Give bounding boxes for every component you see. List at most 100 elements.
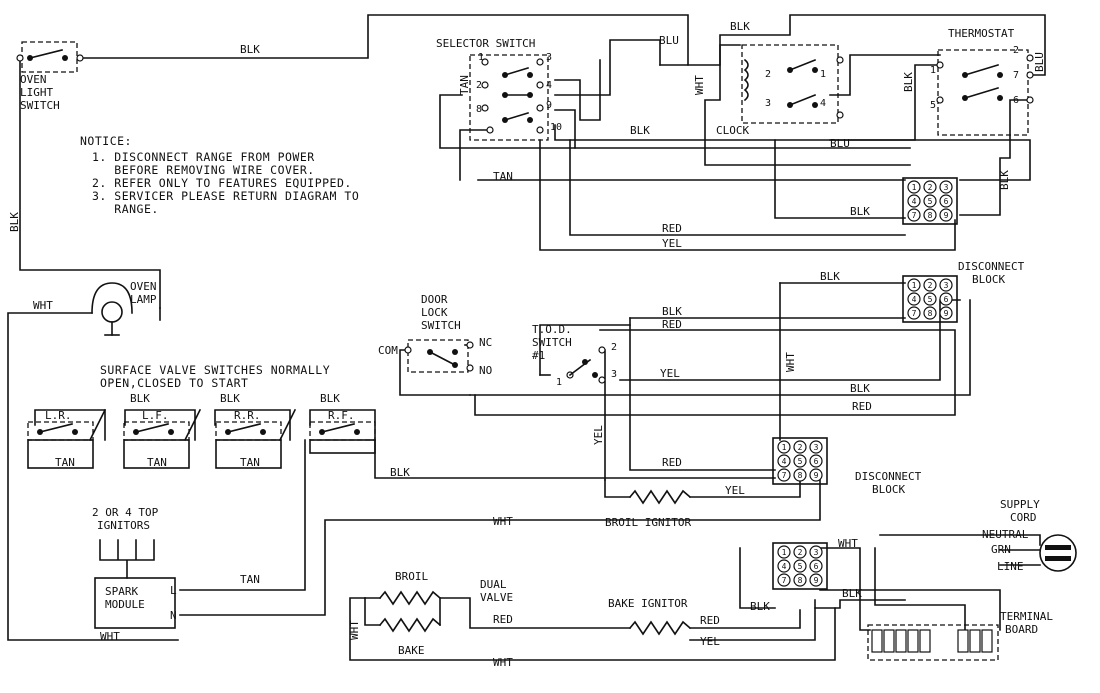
sel-term-1: 1 <box>478 52 484 63</box>
wire-label-blk: BLK <box>850 205 870 218</box>
switch-contacts <box>16 49 1034 435</box>
wire-label-tan: TAN <box>458 75 471 95</box>
wire-label-blk: BLK <box>220 392 240 405</box>
wire-label-yel: YEL <box>700 635 720 648</box>
tod-term-2: 2 <box>611 342 617 353</box>
block-terminal-pin-number: 1 <box>782 548 787 557</box>
wire-label-wht: WHT <box>100 630 120 643</box>
notice-title: NOTICE: <box>80 134 132 148</box>
dual-valve-label-2: VALVE <box>480 591 513 604</box>
oven-light-switch-label-1: OVEN <box>20 73 47 86</box>
block-thermostat-pin-number: 4 <box>912 197 917 206</box>
wire-label-wht: WHT <box>784 352 797 372</box>
oven-lamp-icon <box>91 282 133 336</box>
block-disconnect-mid-pin <box>793 440 807 454</box>
wire-label-wht: WHT <box>493 656 513 669</box>
sel-term-4: 4 <box>546 80 552 91</box>
block-disconnect-top-frame <box>902 275 958 323</box>
surface-valve-title-1: SURFACE VALVE SWITCHES NORMALLY <box>100 363 330 377</box>
wire-label-red: RED <box>493 613 513 626</box>
wire-label-blk: BLK <box>998 170 1011 190</box>
selector-switch-label: SELECTOR SWITCH <box>436 37 535 50</box>
ignitors-title-2: IGNITORS <box>97 519 150 532</box>
block-disconnect-mid-pin-number: 9 <box>814 471 819 480</box>
disconnect-block-mid-label-1: DISCONNECT <box>855 470 922 483</box>
block-terminal-pin <box>777 559 791 573</box>
block-disconnect-top-pin <box>939 292 953 306</box>
block-disconnect-top-pin-number: 3 <box>944 281 949 290</box>
supply-cord-plug-icon <box>1039 534 1077 572</box>
sel-term-2: 2 <box>476 80 482 91</box>
block-terminal-pin-number: 3 <box>814 548 819 557</box>
tod-switch-label-2: SWITCH <box>532 336 572 349</box>
terminal-board-label-2: BOARD <box>1005 623 1038 636</box>
block-thermostat-frame <box>902 177 958 225</box>
supply-cord-label-2: CORD <box>1010 511 1037 524</box>
block-terminal-pin-number: 2 <box>798 548 803 557</box>
block-disconnect-mid-pin-number: 2 <box>798 443 803 452</box>
lf-label: L.F. <box>142 409 169 422</box>
wire-label-red: RED <box>700 614 720 627</box>
block-terminal-pin-number: 5 <box>798 562 803 571</box>
block-terminal-pin-number: 7 <box>782 576 787 585</box>
block-disconnect-top-pin <box>939 306 953 320</box>
wire-label-blk: BLK <box>240 43 260 56</box>
oven-lamp-label-2: LAMP <box>130 293 157 306</box>
wire-label-red: RED <box>662 222 682 235</box>
wire-label-blk: BLK <box>750 600 770 613</box>
notice-line-2: BEFORE REMOVING WIRE COVER. <box>92 163 315 177</box>
block-terminal-pin-number: 6 <box>814 562 819 571</box>
tod-term-3: 3 <box>611 369 617 380</box>
notice-line-3: 2. REFER ONLY TO FEATURES EQUIPPED. <box>92 176 352 190</box>
block-terminal-pin-number: 9 <box>814 576 819 585</box>
block-thermostat-pin <box>939 180 953 194</box>
block-terminal-pin <box>793 559 807 573</box>
wire-label-blk: BLK <box>130 392 150 405</box>
wire-label-blk: BLK <box>902 72 915 92</box>
rr-label: R.R. <box>234 409 261 422</box>
terminal-board-label-1: TERMINAL <box>1000 610 1053 623</box>
block-terminal-pin <box>793 573 807 587</box>
block-thermostat-pin-number: 9 <box>944 211 949 220</box>
dashed-boxes <box>21 41 1029 661</box>
thermostat-label: THERMOSTAT <box>948 27 1015 40</box>
wire-color-labels: BLK BLK WHT BLK BLU BLU TAN WHT BLK BLK … <box>8 20 1046 669</box>
disconnect-block-top-label-1: DISCONNECT <box>958 260 1025 273</box>
spark-module-label-2: MODULE <box>105 598 145 611</box>
block-disconnect-top-pin-number: 6 <box>944 295 949 304</box>
notice-line-1: 1. DISCONNECT RANGE FROM POWER <box>92 150 315 164</box>
wire-label-blk: BLK <box>850 382 870 395</box>
block-terminal-pin-number: 8 <box>798 576 803 585</box>
lf-tan-label: TAN <box>147 456 167 469</box>
block-terminal-pin <box>777 545 791 559</box>
tan-boxes <box>27 439 376 469</box>
disconnect-block-mid-label-2: BLOCK <box>872 483 905 496</box>
block-disconnect-mid-pin <box>777 454 791 468</box>
block-thermostat-pin <box>923 194 937 208</box>
clock-term-1: 1 <box>820 69 826 80</box>
thermo-term-5: 5 <box>930 100 936 111</box>
wire-label-blk: BLK <box>8 212 21 232</box>
block-thermostat-pin <box>907 208 921 222</box>
block-disconnect-top-pin <box>923 292 937 306</box>
block-disconnect-top-pin-number: 5 <box>928 295 933 304</box>
block-disconnect-top-pin-number: 8 <box>928 309 933 318</box>
lr-tan-label: TAN <box>55 456 75 469</box>
block-disconnect-mid-pin <box>809 440 823 454</box>
tod-switch-label-3: #1 <box>532 349 545 362</box>
wire-label-blk: BLK <box>320 392 340 405</box>
resistor-icons <box>378 489 692 636</box>
wire-label-tan: TAN <box>240 573 260 586</box>
block-disconnect-mid-pin-number: 3 <box>814 443 819 452</box>
block-disconnect-mid-pin <box>809 454 823 468</box>
broil-ignitor-label: BROIL IGNITOR <box>605 516 691 529</box>
block-disconnect-top-pin <box>923 278 937 292</box>
grn-label: GRN <box>991 543 1011 556</box>
wire-label-yel: YEL <box>592 425 605 445</box>
oven-light-switch-label-3: SWITCH <box>20 99 60 112</box>
sel-term-3: 3 <box>546 52 552 63</box>
com-label: COM <box>378 344 398 357</box>
block-disconnect-mid-pin-number: 5 <box>798 457 803 466</box>
bake-ignitor-label: BAKE IGNITOR <box>608 597 688 610</box>
